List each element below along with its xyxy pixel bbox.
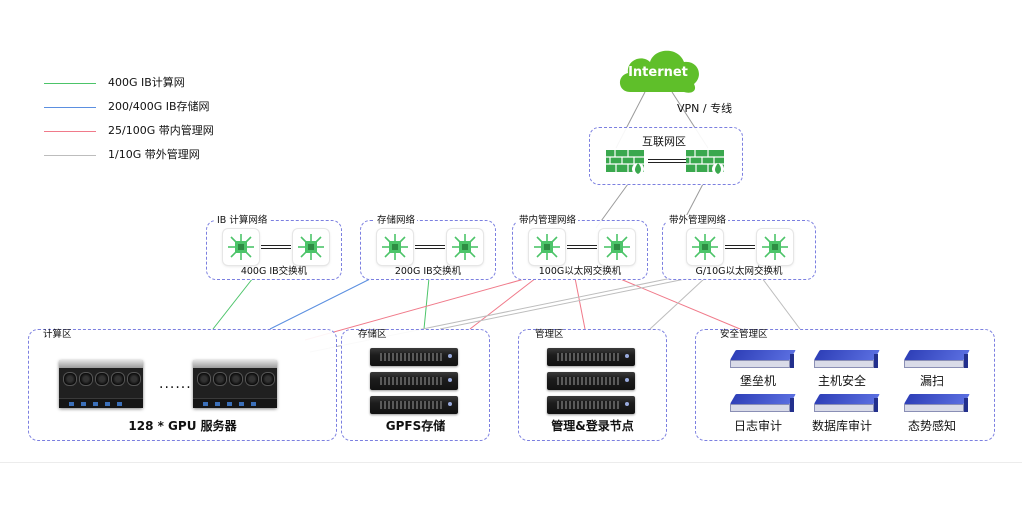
- switch-link: [567, 245, 597, 249]
- security-appliance-image: [904, 394, 970, 412]
- switch-icon: [599, 229, 635, 265]
- switch-label: 100G以太网交换机: [538, 266, 622, 277]
- zone-label: 128 * GPU 服务器: [128, 419, 237, 433]
- switch-icon: [293, 229, 329, 265]
- security-item-label: 态势感知: [907, 419, 956, 433]
- bottom-strip: [0, 462, 1022, 507]
- internet-label: Internet: [628, 65, 688, 80]
- legend-label: 1/10G 带外管理网: [108, 148, 200, 161]
- storage-server-image: [370, 372, 458, 390]
- management-server-image: [547, 396, 635, 414]
- zone-title: 存储区: [358, 329, 387, 340]
- outband-to-mgmt: [649, 277, 706, 330]
- switch-link: [725, 245, 755, 249]
- zone-title: 带外管理网络: [667, 215, 729, 227]
- security-item-label: 漏扫: [919, 374, 944, 388]
- legend-swatch: [44, 83, 96, 84]
- security-appliance-image: [730, 350, 796, 368]
- storage-server-image: [370, 396, 458, 414]
- management-zone: 管理区 管理&登录节点: [518, 329, 667, 441]
- switch-label: 400G IB交换机: [240, 266, 308, 277]
- outband-mgmt-network-zone: 带外管理网络 G/10G以太网交换机: [662, 215, 816, 280]
- inband-to-security: [617, 277, 741, 330]
- vpn-label: VPN / 专线: [677, 102, 733, 115]
- security-item-label: 日志审计: [733, 419, 782, 433]
- outband-to-security: [761, 277, 801, 330]
- legend-swatch: [44, 107, 96, 108]
- switch-icon: [687, 229, 723, 265]
- switch-label: 200G IB交换机: [394, 266, 462, 277]
- firewall-icon: [686, 150, 726, 176]
- switch-icon: [757, 229, 793, 265]
- security-appliance-image: [814, 394, 880, 412]
- gpu-server-image: [59, 360, 143, 408]
- compute-zone: 计算区 ...... 128 * GPU 服务器: [28, 329, 337, 441]
- security-item-label: 主机安全: [817, 374, 866, 388]
- internet-cloud: Internet: [614, 40, 704, 96]
- security-zone: 安全管理区 堡垒机 主机安全 漏扫 日志审计 数据库审计 态势感知: [695, 329, 995, 441]
- legend-swatch: [44, 155, 96, 156]
- legend-label: 200/400G IB存储网: [108, 100, 210, 113]
- legend-label: 400G IB计算网: [108, 76, 185, 89]
- gpu-server-image: [193, 360, 277, 408]
- compute-link: [212, 277, 254, 330]
- inband-to-mgmt: [574, 277, 586, 330]
- switch-link: [261, 245, 291, 249]
- security-appliance-image: [904, 350, 970, 368]
- inband-mgmt-network-zone: 带内管理网络 100G以太网交换机: [512, 215, 648, 280]
- inband-to-compute: [304, 277, 529, 341]
- internet-zone: 互联网区: [589, 127, 743, 185]
- storage-link-compute: [269, 277, 373, 330]
- security-item-label: 堡垒机: [739, 374, 776, 388]
- zone-title: 带内管理网络: [517, 215, 579, 227]
- cloud-icon: [619, 50, 699, 93]
- zone-title: 存储网络: [375, 215, 418, 227]
- legend-label: 25/100G 带内管理网: [108, 124, 214, 137]
- management-server-image: [547, 372, 635, 390]
- security-item-label: 数据库审计: [811, 419, 872, 433]
- ib-compute-network-zone: IB 计算网络 400G IB交换机: [206, 215, 342, 280]
- management-server-image: [547, 348, 635, 366]
- internet-zone-title: 互联网区: [642, 135, 686, 148]
- outband-to-storage: [439, 277, 691, 330]
- switch-icon: [377, 229, 413, 265]
- zone-label: 管理&登录节点: [551, 419, 634, 433]
- switch-icon: [529, 229, 565, 265]
- firewall-link: [648, 159, 686, 163]
- zone-label: GPFS存储: [385, 419, 446, 433]
- security-appliance-image: [814, 350, 880, 368]
- zone-title: 管理区: [535, 329, 564, 340]
- zone-title: 安全管理区: [720, 329, 768, 340]
- ellipsis: ......: [159, 376, 192, 392]
- storage-server-image: [370, 348, 458, 366]
- switch-icon: [447, 229, 483, 265]
- switch-icon: [223, 229, 259, 265]
- zone-title: IB 计算网络: [215, 215, 270, 227]
- legend-swatch: [44, 131, 96, 132]
- storage-network-zone: 存储网络 200G IB交换机: [360, 215, 496, 280]
- zone-title: 计算区: [43, 329, 72, 340]
- switch-label: G/10G以太网交换机: [695, 266, 783, 277]
- security-appliance-image: [730, 394, 796, 412]
- storage-ib-green: [423, 277, 430, 330]
- switch-link: [415, 245, 445, 249]
- firewall-icon: [606, 150, 646, 176]
- storage-zone: 存储区 GPFS存储: [341, 329, 490, 441]
